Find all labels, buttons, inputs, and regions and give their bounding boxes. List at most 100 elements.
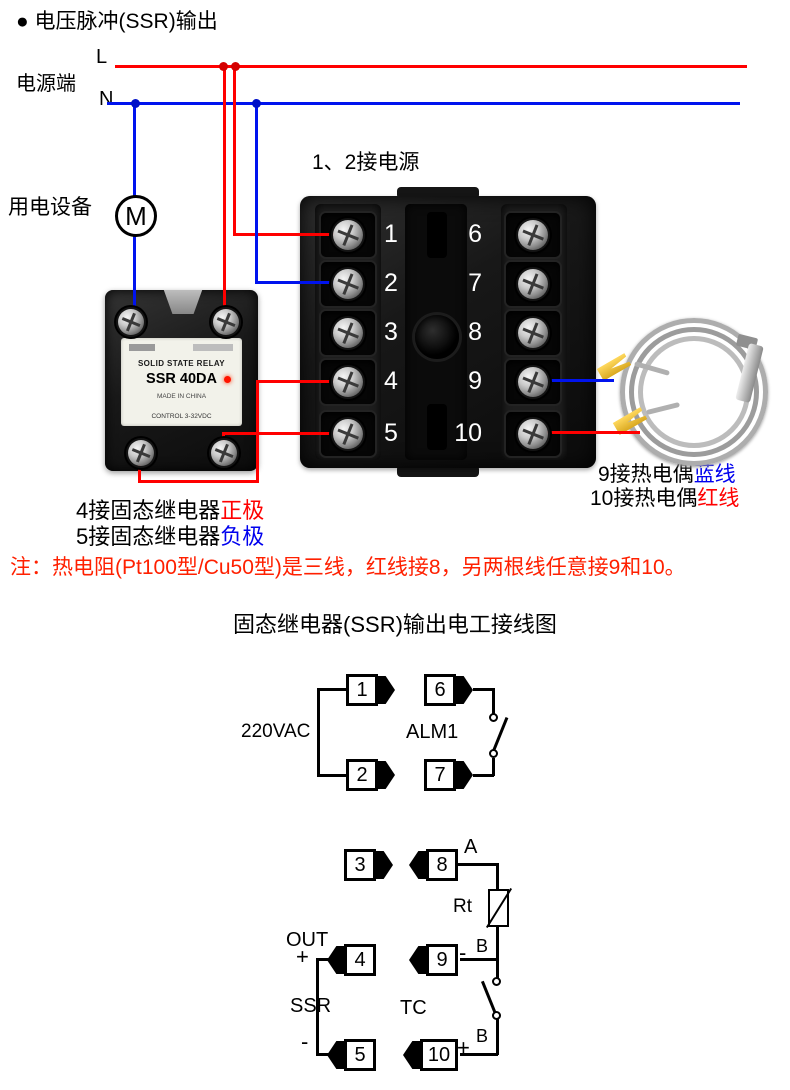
wire-n-to-motor <box>133 104 136 197</box>
junction-dot <box>252 99 261 108</box>
wire-l-to-terminal1-v <box>233 66 236 236</box>
schematic-title: 固态继电器(SSR)输出电工接线图 <box>233 612 557 637</box>
wire-ssr-pos-v1 <box>138 455 141 483</box>
terminal-wedge-icon <box>456 761 473 789</box>
terminal-number-2: 2 <box>384 269 398 297</box>
screw-terminal-5 <box>333 419 363 449</box>
sch-terminal-9: 9 <box>426 944 458 976</box>
motor-letter: M <box>125 200 147 231</box>
sch-wire <box>496 1019 499 1055</box>
contact-circle <box>492 977 501 986</box>
sch-wire <box>496 863 499 891</box>
socket-top-slot <box>427 212 447 258</box>
sch-wire <box>492 758 495 776</box>
label-220vac: 220VAC <box>241 721 311 742</box>
label-out: OUT <box>286 929 329 951</box>
sch-wire <box>492 688 495 714</box>
sch-wire <box>317 688 346 691</box>
sch-wire <box>473 774 494 777</box>
annotation-4-prefix: 4接固态继电器 <box>76 498 221 523</box>
annotation-terminal-5: 5接固态继电器负极 <box>76 524 264 549</box>
sch-wire <box>317 688 320 777</box>
label-tc: TC <box>400 997 427 1019</box>
sch-terminal-4: 4 <box>344 944 376 976</box>
label-plus-4: + <box>296 944 309 969</box>
screw-terminal-1 <box>333 220 363 250</box>
sch-terminal-10: 10 <box>420 1039 458 1071</box>
sch-terminal-1: 1 <box>346 674 378 706</box>
screw-terminal-9 <box>518 367 548 397</box>
ssr-spec: CONTROL 3-32VDC <box>151 413 212 420</box>
sch-wire <box>317 774 346 777</box>
ssr-screw-ac-right <box>213 309 239 335</box>
screw-terminal-10 <box>518 419 548 449</box>
annotation-terminal-10: 10接热电偶红线 <box>590 487 739 511</box>
terminal-wedge-icon <box>327 946 344 974</box>
annotation-5-prefix: 5接固态继电器 <box>76 524 221 549</box>
wire-ssr-neg-to-5 <box>222 432 350 435</box>
screw-terminal-8 <box>518 318 548 348</box>
line-l-label: L <box>96 46 108 68</box>
thermocouple-coil-inner2 <box>638 336 750 448</box>
terminal-wedge-icon <box>378 761 395 789</box>
screw-terminal-4 <box>333 367 363 397</box>
terminal-number-1: 1 <box>384 220 398 248</box>
ssr-label: SOLID STATE RELAY SSR 40DA MADE IN CHINA… <box>121 338 242 426</box>
label-b-bottom: B <box>476 1026 489 1046</box>
ssr-origin: MADE IN CHINA <box>156 393 207 400</box>
wire-n-rail <box>107 102 740 105</box>
annotation-10-colored: 红线 <box>697 487 740 510</box>
label-a: A <box>464 836 478 858</box>
terminal-wedge-icon <box>378 676 395 704</box>
ssr-screw-ac-left <box>118 309 144 335</box>
annotation-terminal-4: 4接固态继电器正极 <box>76 498 264 523</box>
terminal-number-7: 7 <box>468 269 482 297</box>
terminal-number-3: 3 <box>384 318 398 346</box>
motor-symbol: M <box>115 195 157 237</box>
wire-ssr-pos-h <box>138 480 259 483</box>
label-ssr: SSR <box>290 995 332 1017</box>
socket-bottom-tab <box>397 465 479 477</box>
sch-wire <box>316 958 329 961</box>
annotation-9-colored: 蓝线 <box>693 463 736 486</box>
sch-wire <box>316 958 319 1056</box>
bullet-icon: ● <box>16 10 29 33</box>
sch-wire <box>496 925 499 960</box>
terminal-wedge-icon <box>409 851 426 879</box>
ssr-screw-dc-neg <box>211 440 237 466</box>
annotation-10-prefix: 10接热电偶 <box>590 487 698 510</box>
ssr-screw-dc-pos <box>128 440 154 466</box>
terminal-number-5: 5 <box>384 419 398 447</box>
ssr-led-indicator <box>224 376 231 383</box>
sch-wire <box>460 1053 498 1056</box>
annotation-5-colored: 负极 <box>220 524 265 549</box>
wire-9-thermocouple-blue <box>546 379 614 382</box>
terminal-number-6: 6 <box>468 220 482 248</box>
wire-n-to-terminal2-h <box>255 281 350 284</box>
thermocouple-coil-inner <box>629 327 759 457</box>
terminal-number-8: 8 <box>468 318 482 346</box>
rt-resistor-symbol <box>488 889 509 927</box>
wire-motor-to-ssr <box>133 234 136 324</box>
label-rt: Rt <box>453 896 472 917</box>
ssr-brand-mark <box>129 344 155 351</box>
annotation-terminal-9: 9接热电偶蓝线 <box>598 463 736 487</box>
ssr-brand-mark <box>193 344 233 351</box>
ssr-model: SSR 40DA <box>146 371 217 387</box>
wire-ssr-pos-to-4 <box>256 380 350 383</box>
contact-circle <box>489 749 498 758</box>
wire-l-rail <box>115 65 747 68</box>
contact-circle <box>489 713 498 722</box>
line-n-label: N <box>99 88 114 110</box>
label-b-top: B <box>476 936 489 956</box>
sch-wire <box>473 688 494 691</box>
ssr-title: SOLID STATE RELAY <box>137 359 226 368</box>
junction-dot <box>219 62 228 71</box>
wire-l-to-ssr <box>223 66 226 324</box>
annotation-4-colored: 正极 <box>220 498 265 523</box>
terminal-wedge-icon <box>456 676 473 704</box>
label-minus-5: - <box>301 1029 309 1054</box>
annotation-9-prefix: 9接热电偶 <box>598 463 694 486</box>
page-title-text: 电压脉冲(SSR)输出 <box>34 10 218 33</box>
